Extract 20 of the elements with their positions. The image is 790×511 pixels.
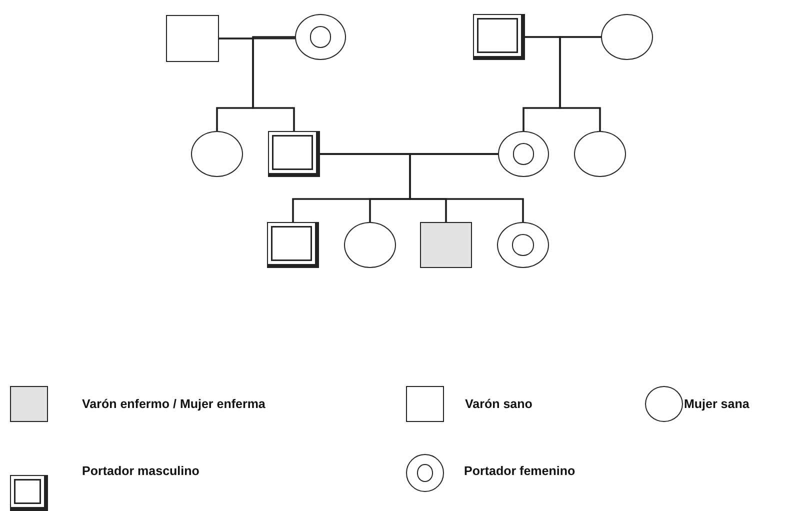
carrier-female-symbol [498, 131, 549, 177]
pedigree-line [559, 36, 601, 131]
healthy-male-symbol [166, 15, 219, 62]
carrier-male-symbol [473, 14, 525, 60]
legend-label: Varón sano [465, 397, 532, 411]
affected-male-symbol [420, 222, 472, 268]
legend-label: Portador femenino [464, 464, 576, 478]
pedigree-line [252, 36, 295, 131]
carrier-male-symbol [267, 222, 319, 268]
healthy-female-symbol [191, 131, 243, 177]
healthy-female-symbol [601, 14, 653, 60]
pedigree-line [409, 153, 524, 222]
carrier-male-symbol [268, 131, 320, 177]
legend-label: Mujer sana [684, 397, 750, 411]
carrier-female-symbol [295, 14, 346, 60]
carrier-female-symbol [497, 222, 549, 268]
legend-label: Portador masculino [82, 464, 200, 478]
healthy-female-symbol [344, 222, 396, 268]
healthy-female-symbol [574, 131, 626, 177]
legend-label: Varón enfermo / Mujer enferma [82, 397, 266, 411]
